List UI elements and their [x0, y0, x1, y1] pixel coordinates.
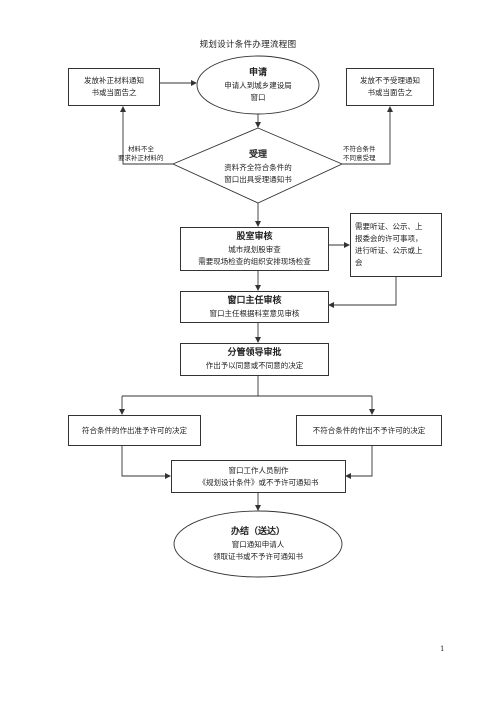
- leader-approve-line1: 作出予以同意或不同意的决定: [205, 361, 304, 370]
- supplement-line1: 发放补正材料通知: [84, 76, 144, 85]
- produce-line2: 《规划设计条件》或不予许可通知书: [198, 477, 319, 487]
- page-title: 规划设计条件办理流程图: [199, 40, 297, 50]
- hearing-line3: 进行听证、公示或上: [355, 246, 423, 255]
- window-review-heading: 窗口主任审核: [227, 295, 282, 306]
- page-number: 1: [440, 645, 445, 653]
- note-not-eligible-line2: 不同意受理: [343, 154, 376, 162]
- grant-text: 符合条件的作出准予许可的决定: [82, 425, 187, 435]
- reject-line1: 发放不予受理通知: [360, 76, 420, 85]
- window-review-box: 窗口主任审核 窗口主任根据科室意见审核: [180, 291, 329, 323]
- apply-node: 申请 申请人到城乡建设局 窗口: [197, 58, 319, 112]
- grant-box: 符合条件的作出准予许可的决定: [68, 415, 201, 446]
- hearing-line4: 会: [355, 258, 363, 267]
- section-review-box: 股室审核 城市规划股审查 需要现场检查的组织安排现场检查: [180, 227, 329, 271]
- window-review-line1: 窗口主任根据科室意见审核: [209, 308, 300, 318]
- note-incomplete-line1: 材料不全: [128, 145, 154, 153]
- accept-node: 受理 资料齐全符合条件的 窗口出具受理通知书: [200, 146, 316, 188]
- reject-line2: 书或当面告之: [367, 88, 413, 97]
- hearing-line2: 报委会的许可事项，: [355, 234, 423, 243]
- accept-heading: 受理: [248, 149, 267, 160]
- apply-line2: 窗口: [250, 92, 266, 102]
- accept-line1: 资料齐全符合条件的: [224, 162, 292, 172]
- leader-approve-box: 分管领导审批 作出予以同意或不同意的决定: [180, 343, 329, 376]
- supplement-line2: 书或当面告之: [91, 88, 137, 97]
- section-review-line2: 需要现场检查的组织安排现场检查: [198, 256, 311, 266]
- hearing-line1: 需要听证、公示、上: [355, 222, 423, 231]
- apply-line1: 申请人到城乡建设局: [224, 80, 292, 90]
- hearing-box: 需要听证、公示、上 报委会的许可事项， 进行听证、公示或上 会: [350, 213, 442, 277]
- produce-box: 窗口工作人员制作 《规划设计条件》或不予许可通知书: [171, 460, 346, 493]
- finish-line2: 领取证书或不予许可通知书: [213, 551, 303, 561]
- section-review-line1: 城市规划股审查: [228, 244, 281, 254]
- produce-line1: 窗口工作人员制作: [228, 465, 289, 475]
- deny-box: 不符合条件的作出不予许可的决定: [296, 415, 442, 446]
- note-incomplete-line2: 要求补正材料的: [118, 154, 164, 162]
- section-review-heading: 股室审核: [236, 231, 273, 242]
- note-not-eligible: 不符合条件 不同意受理: [343, 145, 376, 163]
- reject-box: 发放不予受理通知 书或当面告之: [346, 68, 434, 106]
- supplement-box: 发放补正材料通知 书或当面告之: [68, 68, 160, 106]
- finish-heading: 办结（送达）: [230, 526, 285, 537]
- note-not-eligible-line1: 不符合条件: [343, 145, 376, 153]
- finish-line1: 窗口通知申请人: [231, 539, 285, 549]
- deny-text: 不符合条件的作出不予许可的决定: [312, 425, 426, 435]
- note-incomplete: 材料不全 要求补正材料的: [118, 145, 164, 163]
- finish-node: 办结（送达） 窗口通知申请人 领取证书或不予许可通知书: [178, 517, 338, 571]
- finish-oval: [173, 510, 343, 578]
- leader-approve-heading: 分管领导审批: [227, 348, 282, 358]
- apply-heading: 申请: [248, 67, 267, 78]
- accept-line2: 窗口出具受理通知书: [224, 174, 292, 184]
